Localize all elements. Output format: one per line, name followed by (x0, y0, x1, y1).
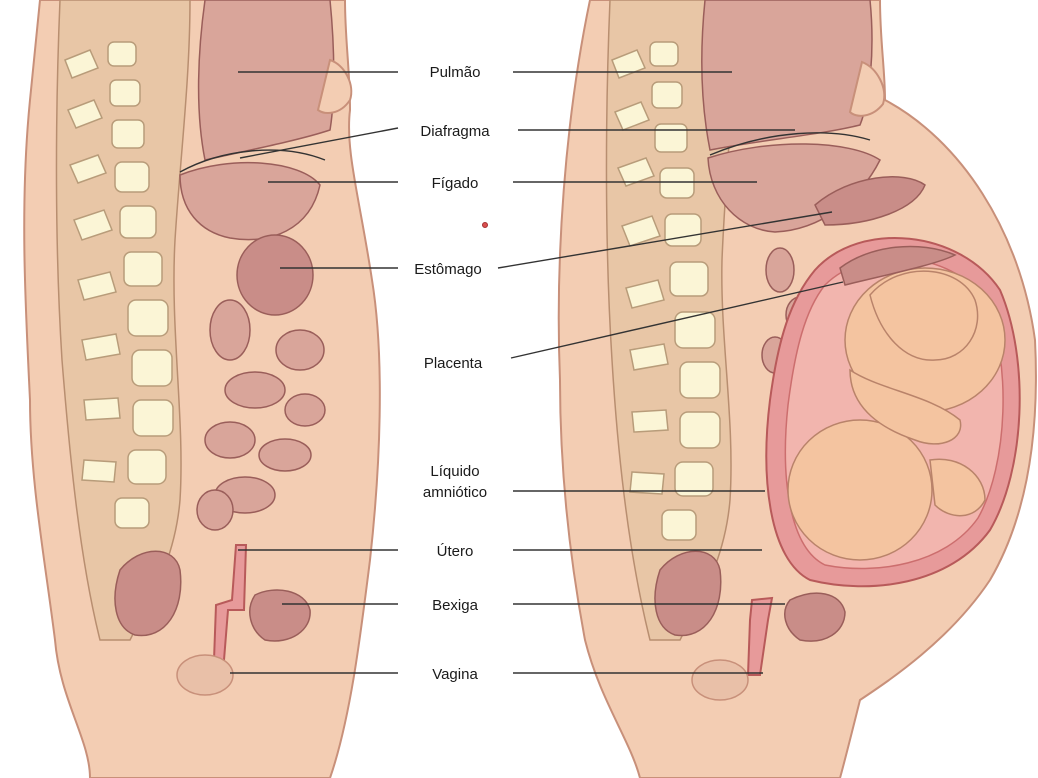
right-buttock (692, 660, 748, 700)
label-utero: Útero (437, 543, 474, 560)
left-stomach (237, 235, 313, 315)
label-liquido-line2: amniótico (423, 484, 487, 501)
label-diafragma: Diafragma (420, 123, 490, 140)
label-pulmao: Pulmão (430, 64, 481, 81)
red-dot-marker (483, 223, 488, 228)
label-liquido-line1: Líquido (430, 463, 479, 480)
label-placenta: Placenta (424, 355, 483, 372)
left-buttock (177, 655, 233, 695)
pregnant-figure (559, 0, 1036, 778)
label-bexiga: Bexiga (432, 597, 479, 614)
label-vagina: Vagina (432, 666, 478, 683)
non-pregnant-figure (24, 0, 380, 778)
labels: Pulmão Diafragma Fígado Estômago Placent… (414, 64, 490, 683)
label-estomago: Estômago (414, 261, 482, 278)
label-figado: Fígado (432, 175, 479, 192)
right-lung (702, 0, 872, 150)
